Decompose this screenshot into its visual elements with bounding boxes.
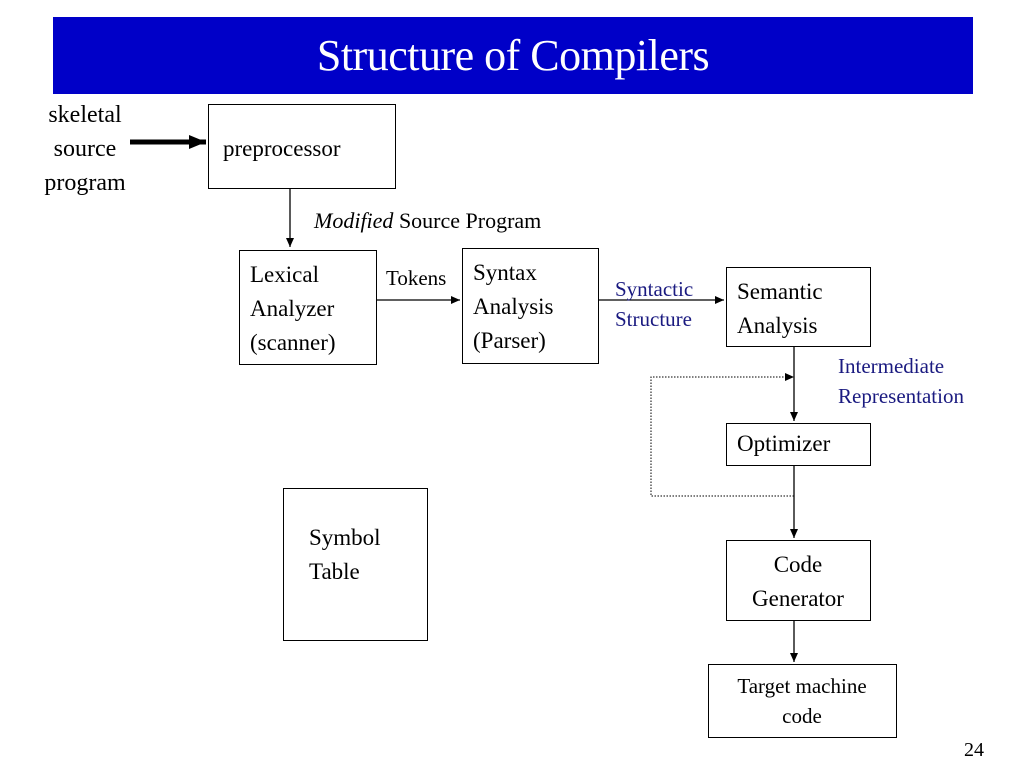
target-label: Target machine code (709, 671, 895, 731)
target-machine-code-box: Target machine code (708, 664, 897, 738)
target-line1: Target machine (737, 674, 867, 698)
symbol-table-label: Symbol Table (309, 521, 381, 589)
input-label-line3: program (44, 170, 126, 196)
syntax-analysis-box: Syntax Analysis (Parser) (462, 248, 599, 364)
lexical-line3: (scanner) (250, 330, 336, 355)
syntactic-line2: Structure (615, 307, 692, 331)
target-line2: code (782, 704, 822, 728)
syntactic-line1: Syntactic (615, 277, 694, 301)
codegen-line2: Generator (752, 586, 844, 611)
intermediate-line1: Intermediate (838, 354, 945, 378)
lexical-line2: Analyzer (250, 296, 335, 321)
intermediate-representation-label: Intermediate Representation (838, 351, 964, 411)
lexical-analyzer-box: Lexical Analyzer (scanner) (239, 250, 377, 365)
syntax-line3: (Parser) (473, 328, 546, 353)
semantic-label: Semantic Analysis (737, 275, 823, 343)
preprocessor-box: preprocessor (208, 104, 396, 189)
modified-label-rest: Source Program (393, 208, 542, 233)
syntactic-structure-label: Syntactic Structure (615, 274, 693, 334)
symbol-line1: Symbol (309, 525, 381, 550)
semantic-line1: Semantic (737, 279, 823, 304)
modified-label-italic: Modified (314, 208, 394, 233)
page-number: 24 (964, 739, 984, 761)
lexical-line1: Lexical (250, 262, 319, 287)
input-label-line1: skeletal (48, 102, 122, 128)
semantic-line2: Analysis (737, 313, 818, 338)
edge-optimizer-loop (650, 373, 794, 497)
syntax-label: Syntax Analysis (Parser) (473, 256, 554, 358)
code-generator-box: Code Generator (726, 540, 871, 621)
modified-source-label: Modified Source Program (314, 208, 541, 234)
slide-title: Structure of Compilers (316, 31, 710, 80)
optimizer-box: Optimizer (726, 423, 871, 466)
intermediate-line2: Representation (838, 384, 964, 408)
syntax-line1: Syntax (473, 260, 537, 285)
input-label: skeletal source program (30, 98, 140, 200)
codegen-line1: Code (773, 552, 823, 577)
codegen-label: Code Generator (727, 548, 869, 616)
syntax-line2: Analysis (473, 294, 554, 319)
symbol-line2: Table (309, 559, 360, 584)
symbol-table-box: Symbol Table (283, 488, 428, 641)
semantic-analysis-box: Semantic Analysis (726, 267, 871, 347)
lexical-label: Lexical Analyzer (scanner) (250, 258, 336, 360)
tokens-label: Tokens (386, 266, 447, 290)
preprocessor-label: preprocessor (223, 136, 341, 161)
slide-title-bar: Structure of Compilers (53, 17, 973, 94)
input-label-line2: source (53, 136, 117, 162)
optimizer-label: Optimizer (737, 431, 831, 456)
